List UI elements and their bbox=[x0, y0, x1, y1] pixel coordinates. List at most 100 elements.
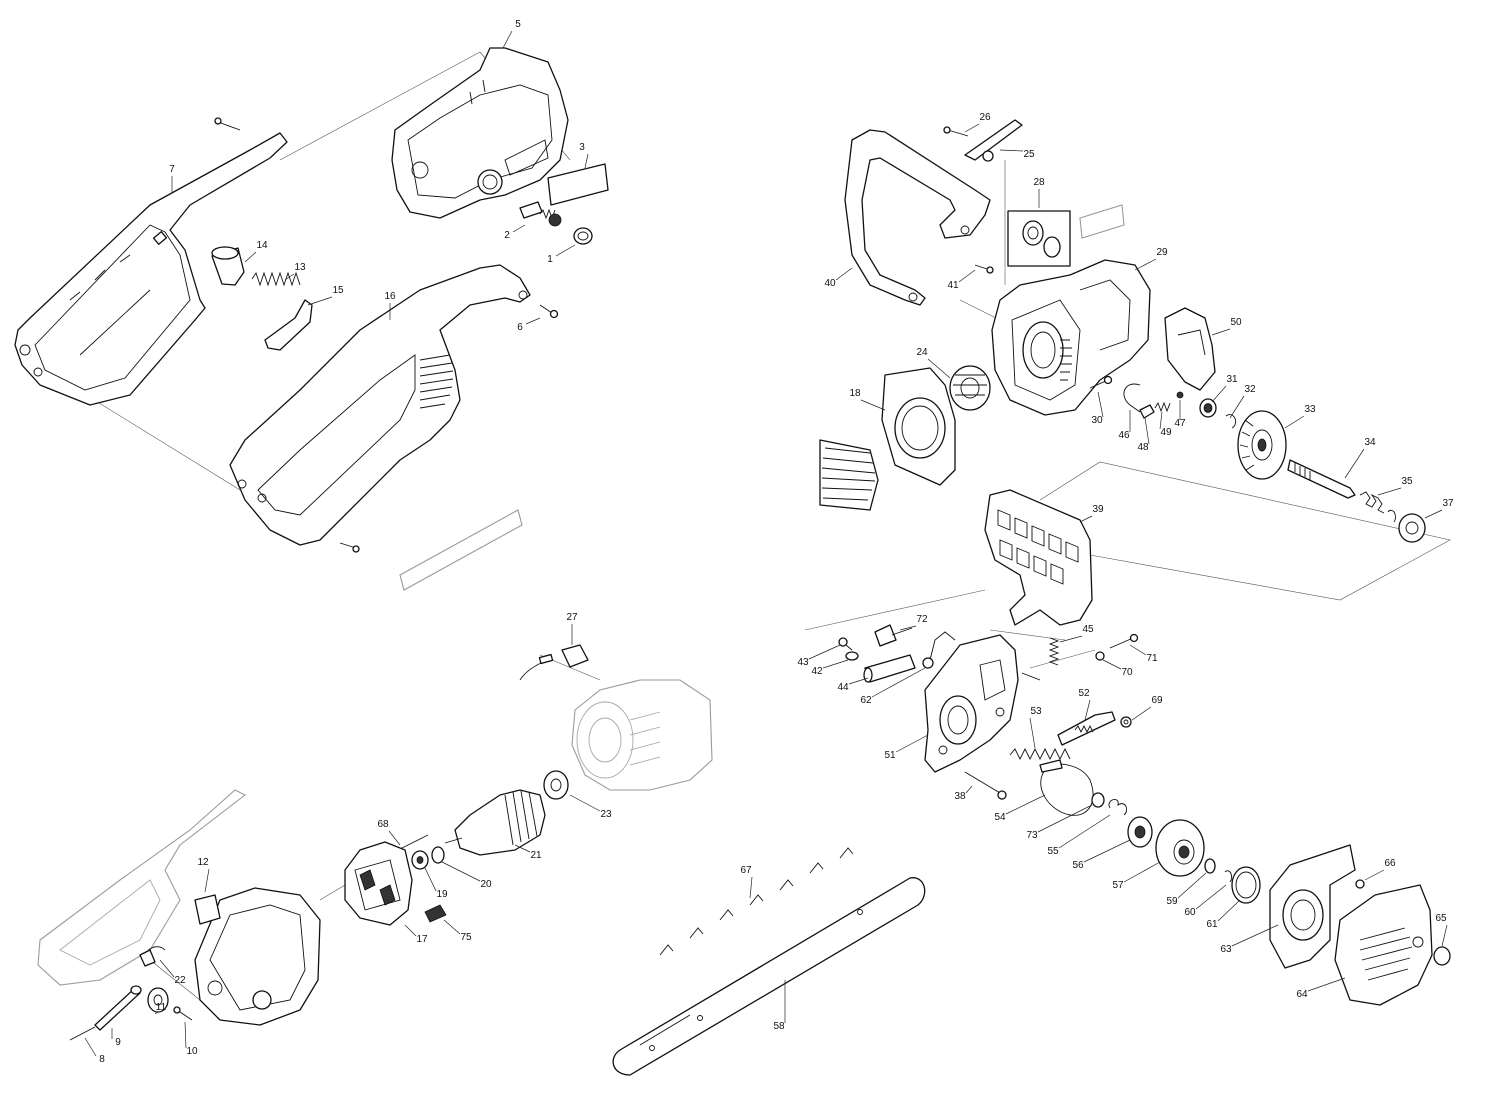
part-number-label: 6 bbox=[517, 322, 523, 333]
leader-line-part-42 bbox=[822, 659, 849, 669]
leader-line-part-19 bbox=[424, 867, 437, 892]
part-number-label: 56 bbox=[1072, 860, 1084, 871]
leader-line-part-15 bbox=[307, 296, 333, 306]
part-14-lock-button bbox=[211, 246, 245, 286]
leader-line-part-55 bbox=[1058, 814, 1111, 849]
part-number-label: 19 bbox=[436, 889, 448, 900]
part-number-label: 52 bbox=[1078, 688, 1090, 699]
part-number-label: 27 bbox=[566, 612, 578, 623]
part-number-label: 5 bbox=[515, 19, 521, 30]
leader-line-part-73 bbox=[1037, 804, 1093, 833]
part-20-washer bbox=[431, 846, 445, 864]
leader-line-part-72 bbox=[899, 625, 917, 631]
part-number-label: 73 bbox=[1026, 830, 1038, 841]
leader-line-part-29 bbox=[1134, 258, 1157, 271]
leader-line-part-12 bbox=[204, 868, 210, 893]
part-number-label: 29 bbox=[1156, 247, 1168, 258]
leader-line-part-6 bbox=[525, 317, 541, 325]
part-33-helical-gear bbox=[1237, 410, 1287, 480]
leader-line-part-8 bbox=[84, 1037, 97, 1057]
part-71-screw bbox=[1109, 633, 1139, 649]
part-65-nut bbox=[1433, 946, 1451, 966]
part-10-screw bbox=[173, 1006, 193, 1021]
part-number-label: 69 bbox=[1151, 695, 1163, 706]
part-number-label: 12 bbox=[197, 857, 209, 868]
part-number-label: 14 bbox=[256, 240, 268, 251]
label-plate bbox=[399, 509, 523, 591]
leader-line-part-63 bbox=[1231, 924, 1279, 947]
part-53-spring bbox=[1009, 747, 1071, 761]
leader-line-part-56 bbox=[1083, 839, 1131, 863]
part-number-label: 43 bbox=[797, 657, 809, 668]
leader-line-part-64 bbox=[1307, 977, 1346, 992]
leader-line-part-70 bbox=[1102, 659, 1122, 670]
part-number-label: 68 bbox=[377, 819, 389, 830]
part-number-label: 2 bbox=[504, 230, 510, 241]
part-38-bolt bbox=[964, 771, 1007, 800]
part-50-cover bbox=[1164, 307, 1216, 391]
leader-line-part-57 bbox=[1123, 861, 1161, 883]
leader-line-part-65 bbox=[1441, 924, 1448, 947]
part-22-wire bbox=[139, 946, 166, 967]
part-number-label: 59 bbox=[1166, 896, 1178, 907]
part-40-front-handle bbox=[844, 129, 991, 306]
leader-line-part-32 bbox=[1229, 395, 1245, 419]
part-9-shaft bbox=[94, 985, 142, 1031]
part-number-label: 30 bbox=[1091, 415, 1103, 426]
part-8-pin bbox=[69, 1026, 96, 1041]
part-number-label: 20 bbox=[480, 879, 492, 890]
part-number-label: 40 bbox=[824, 278, 836, 289]
screw-51 bbox=[1021, 672, 1041, 681]
part-number-label: 41 bbox=[947, 280, 959, 291]
leader-line-part-45 bbox=[1059, 635, 1083, 643]
part-number-label: 26 bbox=[979, 112, 991, 123]
part-number-label: 70 bbox=[1121, 667, 1133, 678]
part-number-label: 64 bbox=[1296, 989, 1308, 1000]
part-46-wire-spring bbox=[1123, 383, 1141, 413]
part-number-label: 51 bbox=[884, 750, 896, 761]
part-number-label: 25 bbox=[1023, 149, 1035, 160]
part-number-label: 45 bbox=[1082, 624, 1094, 635]
part-48-pin bbox=[1139, 404, 1155, 419]
part-number-label: 31 bbox=[1226, 374, 1238, 385]
part-number-label: 37 bbox=[1442, 498, 1454, 509]
label-small-right bbox=[1079, 204, 1125, 239]
leader-line-part-39 bbox=[1079, 515, 1093, 523]
leader-line-part-60 bbox=[1195, 884, 1227, 910]
lower-handle-cover-ghost bbox=[37, 789, 247, 986]
part-16-handle-housing bbox=[229, 264, 531, 546]
leader-line-part-66 bbox=[1364, 869, 1385, 881]
part-number-label: 53 bbox=[1030, 706, 1042, 717]
part-number-label: 44 bbox=[837, 682, 849, 693]
part-number-label: 46 bbox=[1118, 430, 1130, 441]
part-37-bearing bbox=[1387, 509, 1426, 543]
part-number-label: 11 bbox=[156, 1002, 167, 1013]
leader-line-part-48 bbox=[1144, 417, 1150, 445]
part-number-label: 3 bbox=[579, 142, 585, 153]
part-number-label: 38 bbox=[954, 791, 966, 802]
part-number-label: 39 bbox=[1092, 504, 1104, 515]
leader-line-part-38 bbox=[965, 785, 973, 794]
leader-line-part-30 bbox=[1097, 391, 1104, 418]
leader-line-part-44 bbox=[848, 677, 869, 685]
part-43-screw bbox=[838, 637, 853, 651]
leader-line-part-33 bbox=[1284, 415, 1305, 429]
screw-bottom-handle bbox=[339, 542, 360, 553]
leader-line-part-69 bbox=[1131, 706, 1152, 721]
part-number-label: 18 bbox=[849, 388, 861, 399]
part-56-clutch bbox=[1127, 816, 1153, 848]
armature-fan-partial bbox=[819, 439, 879, 511]
part-number-label: 24 bbox=[916, 347, 928, 358]
part-19-bearing bbox=[411, 850, 429, 870]
leader-line-part-41 bbox=[958, 269, 976, 283]
callout-leaders bbox=[84, 30, 1448, 1057]
part-62-lever-rod bbox=[922, 631, 956, 669]
part-number-label: 61 bbox=[1206, 919, 1218, 930]
part-23-bearing bbox=[543, 770, 569, 800]
part-24-bearing bbox=[949, 365, 991, 411]
part-number-label: 8 bbox=[99, 1054, 105, 1065]
leader-line-part-2 bbox=[512, 224, 526, 233]
part-13-spring bbox=[251, 271, 301, 287]
leader-line-part-26 bbox=[964, 123, 980, 133]
part-number-label: 7 bbox=[169, 164, 175, 175]
